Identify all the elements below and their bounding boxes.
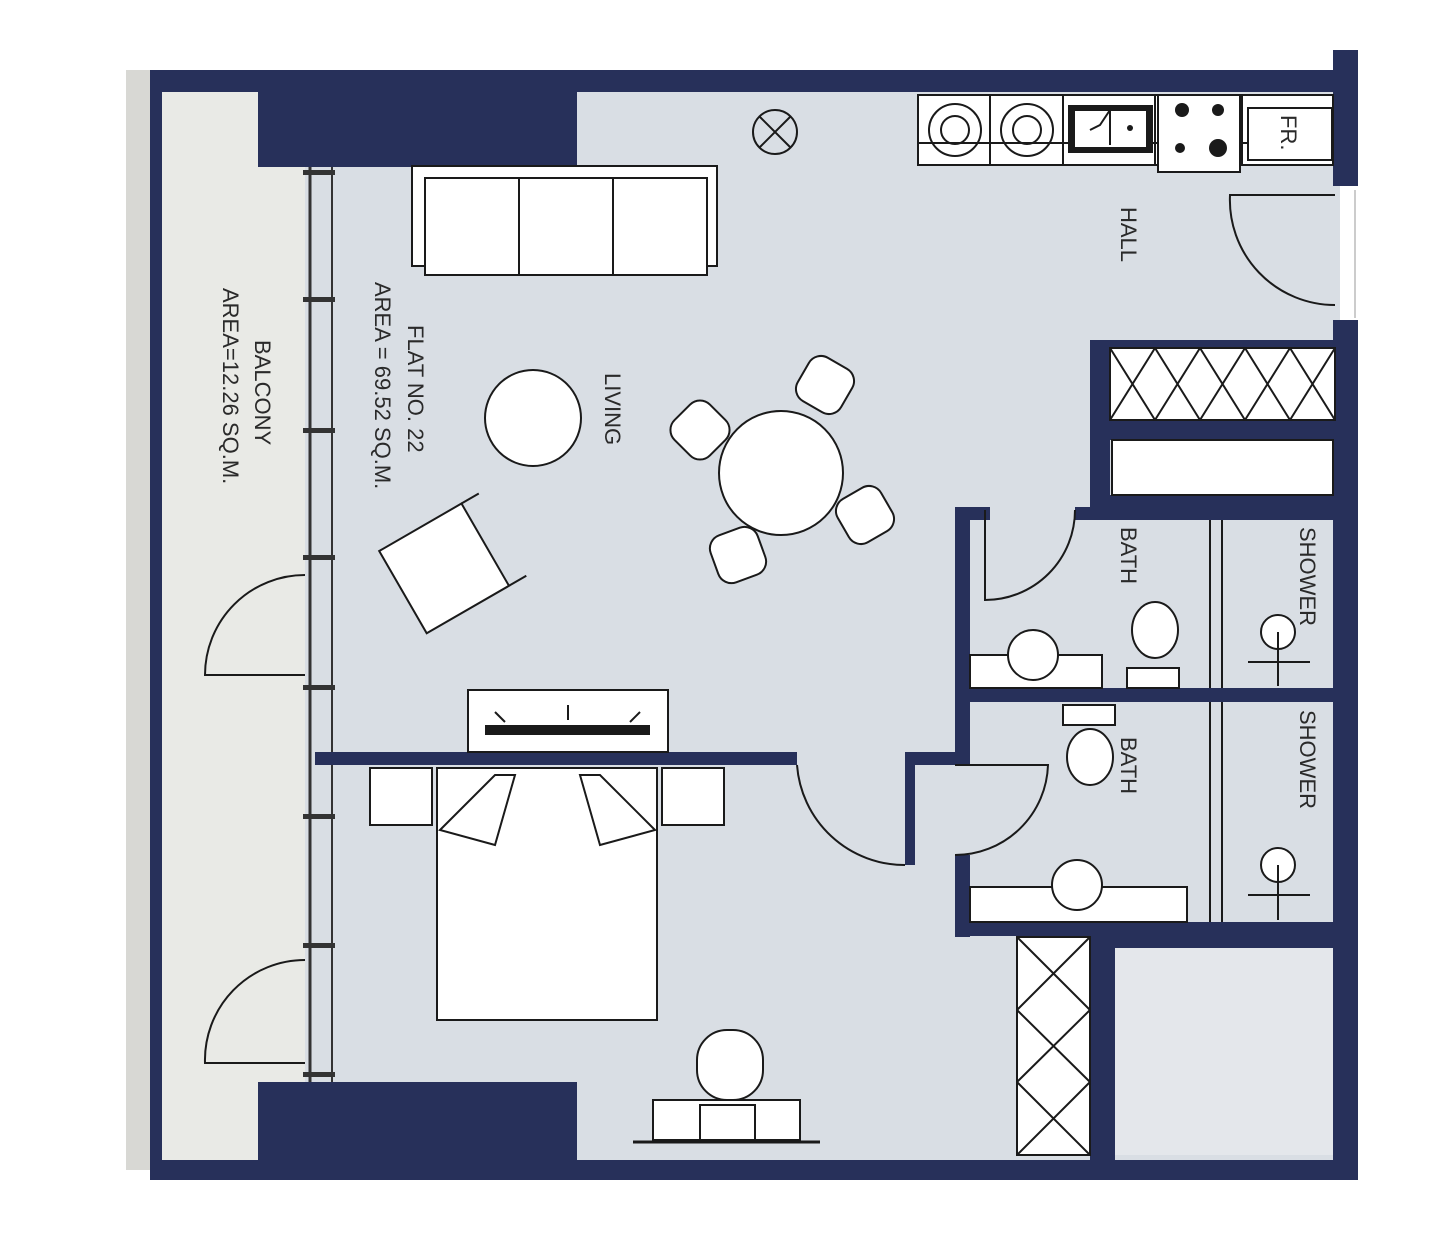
balcony-area-label: AREA=12.26 SQ.M. <box>218 288 243 484</box>
coffee-table <box>484 369 582 467</box>
fridge: FR. <box>1247 107 1333 161</box>
interior-walls <box>315 340 1335 1160</box>
bath-1-vanity <box>969 629 1103 689</box>
bath-2-label: BATH <box>1116 737 1141 794</box>
shower-1-partition <box>1209 520 1223 688</box>
utility-room <box>1115 948 1335 1155</box>
ceiling-light-icon <box>752 109 798 155</box>
washing-machine-icon <box>928 103 982 157</box>
armchair <box>377 492 527 635</box>
outer-walls <box>150 50 1358 1180</box>
svg-text:FR.: FR. <box>1276 115 1301 150</box>
bath-1-toilet <box>1126 601 1180 689</box>
balcony-edge <box>126 70 150 1170</box>
dishwasher-icon <box>1000 103 1054 157</box>
wardrobe-top <box>1109 347 1336 421</box>
hall-label: HALL <box>1116 207 1141 262</box>
sofa <box>411 165 718 276</box>
bedroom-door[interactable] <box>796 764 906 867</box>
bath-2-door[interactable] <box>954 764 1050 856</box>
desk-with-chair <box>633 1029 820 1144</box>
sink-icon <box>1068 105 1153 153</box>
shower-2-partition <box>1209 702 1223 922</box>
flat-number-label: FLAT NO. 22 <box>403 325 428 453</box>
bath-2-door-opening <box>955 765 970 855</box>
entry-door[interactable] <box>1228 190 1356 318</box>
balcony-door-1[interactable] <box>203 574 306 676</box>
bath-1-label: BATH <box>1116 527 1141 584</box>
dining-set <box>669 354 896 585</box>
balcony-floor <box>162 75 305 1165</box>
bath-2-toilet <box>1062 704 1116 786</box>
flat-area-label: AREA = 69.52 SQ.M. <box>370 282 395 489</box>
nightstand-right <box>661 767 725 826</box>
shower-1-label: SHOWER <box>1295 527 1320 626</box>
bed <box>436 767 658 1021</box>
closet-shelf <box>1111 439 1334 496</box>
bath-2-vanity <box>969 859 1188 923</box>
shower-2-label: SHOWER <box>1295 710 1320 809</box>
bath-1-door[interactable] <box>984 509 1076 602</box>
nightstand-left <box>369 767 433 826</box>
living-label: LIVING <box>600 373 625 445</box>
balcony-label: BALCONY <box>250 340 275 445</box>
tv-unit <box>467 689 669 753</box>
wardrobe-bottom <box>1016 936 1091 1156</box>
stove-icon <box>1157 94 1241 173</box>
shower-1-head-icon <box>1248 614 1310 686</box>
balcony-door-2[interactable] <box>203 959 306 1064</box>
window-glazing <box>303 167 335 1082</box>
shower-2-head-icon <box>1248 847 1310 920</box>
